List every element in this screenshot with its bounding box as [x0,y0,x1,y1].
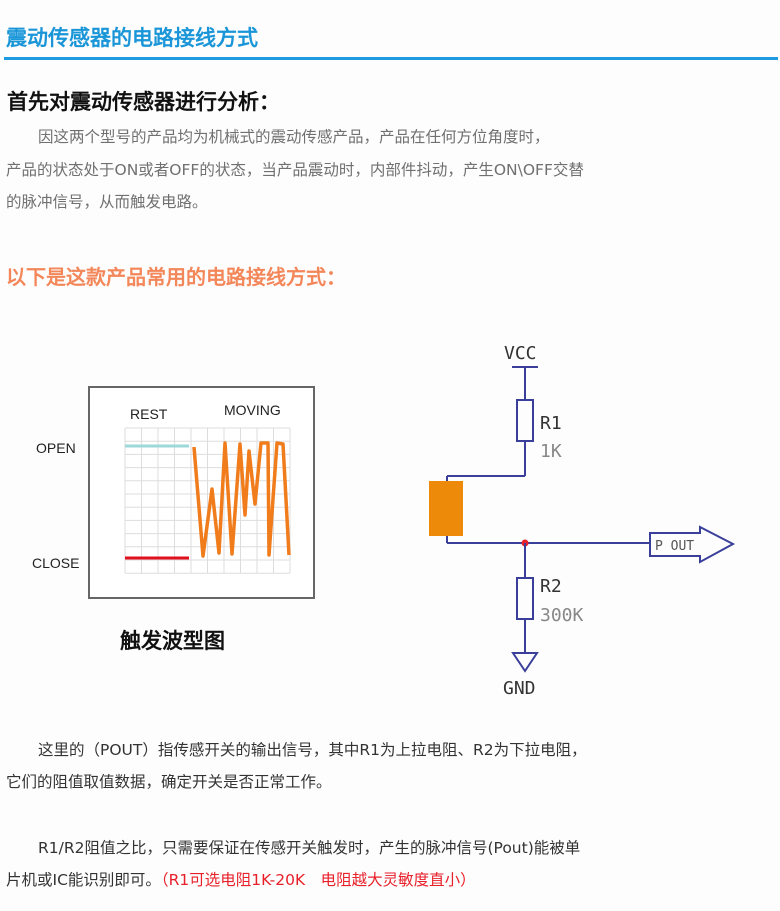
circuit-heading: 以下是这款产品常用的电路接线方式： [6,265,346,289]
analysis-line-2: 产品的状态处于ON或者OFF的状态，当产品震动时，内部件抖动，产生ON\OFF交… [6,161,584,179]
note-1-line-2: 它们的阻值取值数据，确定开关是否正常工作。 [6,773,332,791]
moving-waveform [192,441,291,558]
note-1-line-1: 这里的（POUT）指传感开关的输出信号，其中R1为上拉电阻、R2为下拉电阻， [38,741,587,759]
title-divider [4,57,778,60]
vibration-sensor [429,481,463,536]
pout-port [649,525,736,564]
close-label: CLOSE [32,555,79,571]
note-2-line-2: 片机或IC能识别即可。（R1可选电阻1K-20K 电阻越大灵敏度直小） [6,868,476,890]
gnd-label: GND [503,678,536,699]
circuit-diagram: VCC P OUT GND R1 1K R2 300K [429,343,736,699]
analysis-heading: 首先对震动传感器进行分析： [7,90,280,114]
r1-value: 1K [540,441,562,462]
r2-value: 300K [540,605,584,626]
pout-label: P OUT [655,539,694,554]
analysis-line-3: 的脉冲信号，从而触发电路。 [6,193,208,211]
page-title: 震动传感器的电路接线方式 [6,26,258,50]
analysis-line-1: 因这两个型号的产品均为机械式的震动传感产品，产品在任何方位角度时， [38,128,550,146]
r2-name: R2 [540,576,562,597]
ground-symbol [511,652,539,673]
waveform-frame [88,386,315,599]
resistor-recommendation: （R1可选电阻1K-20K 电阻越大灵敏度直小） [160,871,476,889]
r2-resistor [516,577,534,620]
vcc-label: VCC [504,343,537,364]
waveform-grid [124,427,291,574]
moving-label: MOVING [224,402,281,418]
r1-resistor [516,399,534,442]
note-2-line-1: R1/R2阻值之比，只需要保证在传感开关触发时，产生的脉冲信号(Pout)能被单 [38,839,581,857]
rest-label: REST [130,406,168,422]
waveform-diagram: REST MOVING OPEN CLOSE 触发波型图 [32,386,315,653]
note-2-text: 片机或IC能识别即可。 [6,871,161,889]
waveform-caption: 触发波型图 [120,629,225,653]
open-label: OPEN [36,440,76,456]
r1-name: R1 [540,413,562,434]
